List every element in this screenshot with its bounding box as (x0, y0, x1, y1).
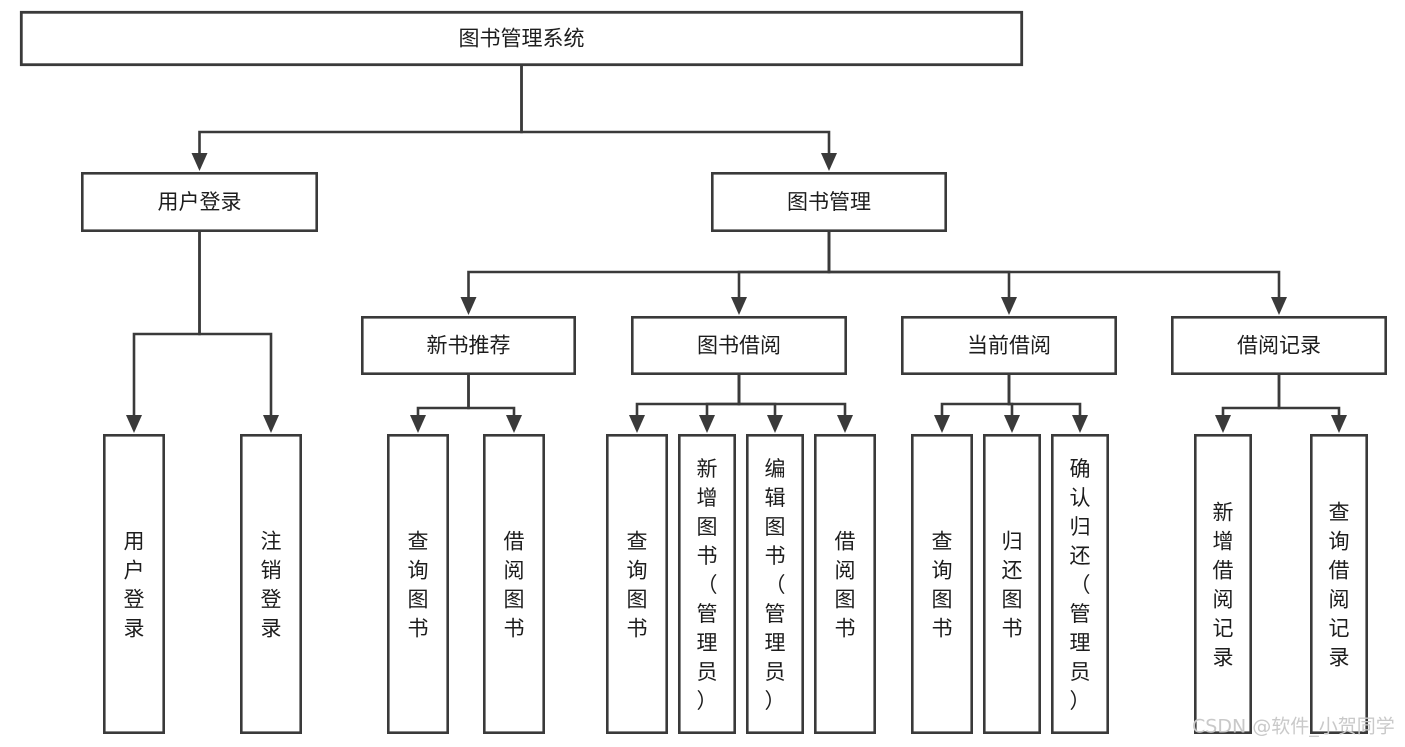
node-borrow-3[interactable]: 编辑图书（管理员） (745, 433, 804, 734)
node-box[interactable] (813, 433, 876, 734)
node-box[interactable] (745, 433, 804, 734)
arrowhead-icon (410, 415, 426, 433)
node-layer: 图书管理系统用户登录图书管理新书推荐图书借阅当前借阅借阅记录用户登录注销登录查询… (19, 10, 1388, 734)
arrowhead-icon (191, 153, 208, 171)
connector-bookmgmt-to-current (827, 232, 1017, 315)
node-record-1[interactable]: 新增借阅记录 (1194, 433, 1253, 734)
node-box[interactable] (103, 433, 166, 734)
arrowhead-icon (731, 297, 747, 315)
node-label: 用户登录 (124, 530, 145, 641)
connector-login-to-login-1 (126, 232, 201, 433)
node-box[interactable] (1171, 315, 1388, 375)
connector-bookmgmt-to-record (827, 232, 1287, 315)
node-label: 借阅记录 (1237, 334, 1321, 358)
node-root[interactable]: 图书管理系统 (19, 10, 1024, 67)
arrowhead-icon (1004, 415, 1020, 433)
connector-login-to-login-2 (198, 232, 279, 433)
connector-root-to-bookmgmt (520, 66, 837, 171)
node-label: 新增借阅记录 (1213, 501, 1234, 670)
node-box[interactable] (910, 433, 973, 734)
node-label: 查询借阅记录 (1329, 501, 1350, 670)
node-record-2[interactable]: 查询借阅记录 (1310, 433, 1369, 734)
node-label: 查询图书 (627, 530, 648, 641)
node-newbook-2[interactable]: 借阅图书 (482, 433, 545, 734)
node-record[interactable]: 借阅记录 (1171, 315, 1388, 375)
node-label: 图书管理系统 (459, 27, 585, 51)
node-label: 当前借阅 (967, 334, 1051, 358)
node-borrow-4[interactable]: 借阅图书 (813, 433, 876, 734)
connector-borrow-to-borrow-4 (737, 375, 853, 433)
node-box[interactable] (1051, 433, 1110, 734)
connector-newbook-to-newbook-1 (410, 375, 470, 433)
arrowhead-icon (1331, 415, 1347, 433)
node-box[interactable] (81, 172, 318, 233)
node-newbook-1[interactable]: 查询图书 (386, 433, 449, 734)
node-login-2[interactable]: 注销登录 (240, 433, 303, 734)
node-label: 新书推荐 (427, 334, 511, 358)
node-login-1[interactable]: 用户登录 (103, 433, 166, 734)
node-bookmgmt[interactable]: 图书管理 (710, 172, 947, 233)
arrowhead-icon (837, 415, 853, 433)
arrowhead-icon (821, 153, 837, 171)
node-borrow-1[interactable]: 查询图书 (605, 433, 668, 734)
node-label: 图书借阅 (697, 334, 781, 358)
node-current-1[interactable]: 查询图书 (910, 433, 973, 734)
arrowhead-icon (629, 415, 645, 433)
connector-current-to-current-3 (1007, 375, 1088, 433)
node-box[interactable] (1310, 433, 1369, 734)
node-box[interactable] (360, 315, 576, 375)
node-box[interactable] (19, 10, 1024, 67)
connector-bookmgmt-to-newbook (460, 232, 831, 315)
node-box[interactable] (677, 433, 736, 734)
node-current-2[interactable]: 归还图书 (982, 433, 1041, 734)
node-newbook[interactable]: 新书推荐 (360, 315, 576, 375)
node-label: 借阅图书 (835, 530, 856, 641)
arrowhead-icon (699, 415, 715, 433)
node-login[interactable]: 用户登录 (81, 172, 318, 233)
node-label: 确认归还（管理员） (1070, 457, 1091, 713)
node-box[interactable] (386, 433, 449, 734)
arrowhead-icon (767, 415, 783, 433)
node-label: 查询图书 (932, 530, 953, 641)
node-current-3[interactable]: 确认归还（管理员） (1051, 433, 1110, 734)
connector-record-to-record-2 (1277, 375, 1347, 433)
edge-layer (126, 66, 1347, 433)
connector-current-to-current-1 (934, 375, 1011, 433)
node-label: 图书管理 (787, 190, 871, 214)
arrowhead-icon (934, 415, 950, 433)
arrowhead-icon (1072, 415, 1088, 433)
csdn-watermark: CSDN @软件_小贺同学 (1192, 716, 1395, 738)
node-box[interactable] (240, 433, 303, 734)
node-borrow-2[interactable]: 新增图书（管理员） (677, 433, 736, 734)
node-label: 归还图书 (1002, 530, 1023, 641)
node-label: 注销登录 (261, 530, 282, 641)
connector-record-to-record-1 (1215, 375, 1281, 433)
arrowhead-icon (1271, 297, 1287, 315)
node-box[interactable] (900, 315, 1117, 375)
arrowhead-icon (263, 415, 279, 433)
node-box[interactable] (605, 433, 668, 734)
node-box[interactable] (630, 315, 847, 375)
node-box[interactable] (482, 433, 545, 734)
connector-newbook-to-newbook-2 (467, 375, 522, 433)
connector-bookmgmt-to-borrow (731, 232, 831, 315)
node-label: 查询图书 (408, 530, 429, 641)
node-box[interactable] (1194, 433, 1253, 734)
arrowhead-icon (1215, 415, 1231, 433)
node-label: 编辑图书（管理员） (765, 457, 786, 713)
arrowhead-icon (126, 415, 142, 433)
node-borrow[interactable]: 图书借阅 (630, 315, 847, 375)
node-label: 用户登录 (158, 190, 242, 214)
arrowhead-icon (506, 415, 522, 433)
node-current[interactable]: 当前借阅 (900, 315, 1117, 375)
arrowhead-icon (460, 297, 477, 315)
node-box[interactable] (710, 172, 947, 233)
arrowhead-icon (1001, 297, 1017, 315)
node-label: 借阅图书 (504, 530, 525, 641)
node-box[interactable] (982, 433, 1041, 734)
node-label: 新增图书（管理员） (697, 457, 718, 713)
connector-root-to-login (191, 66, 523, 171)
